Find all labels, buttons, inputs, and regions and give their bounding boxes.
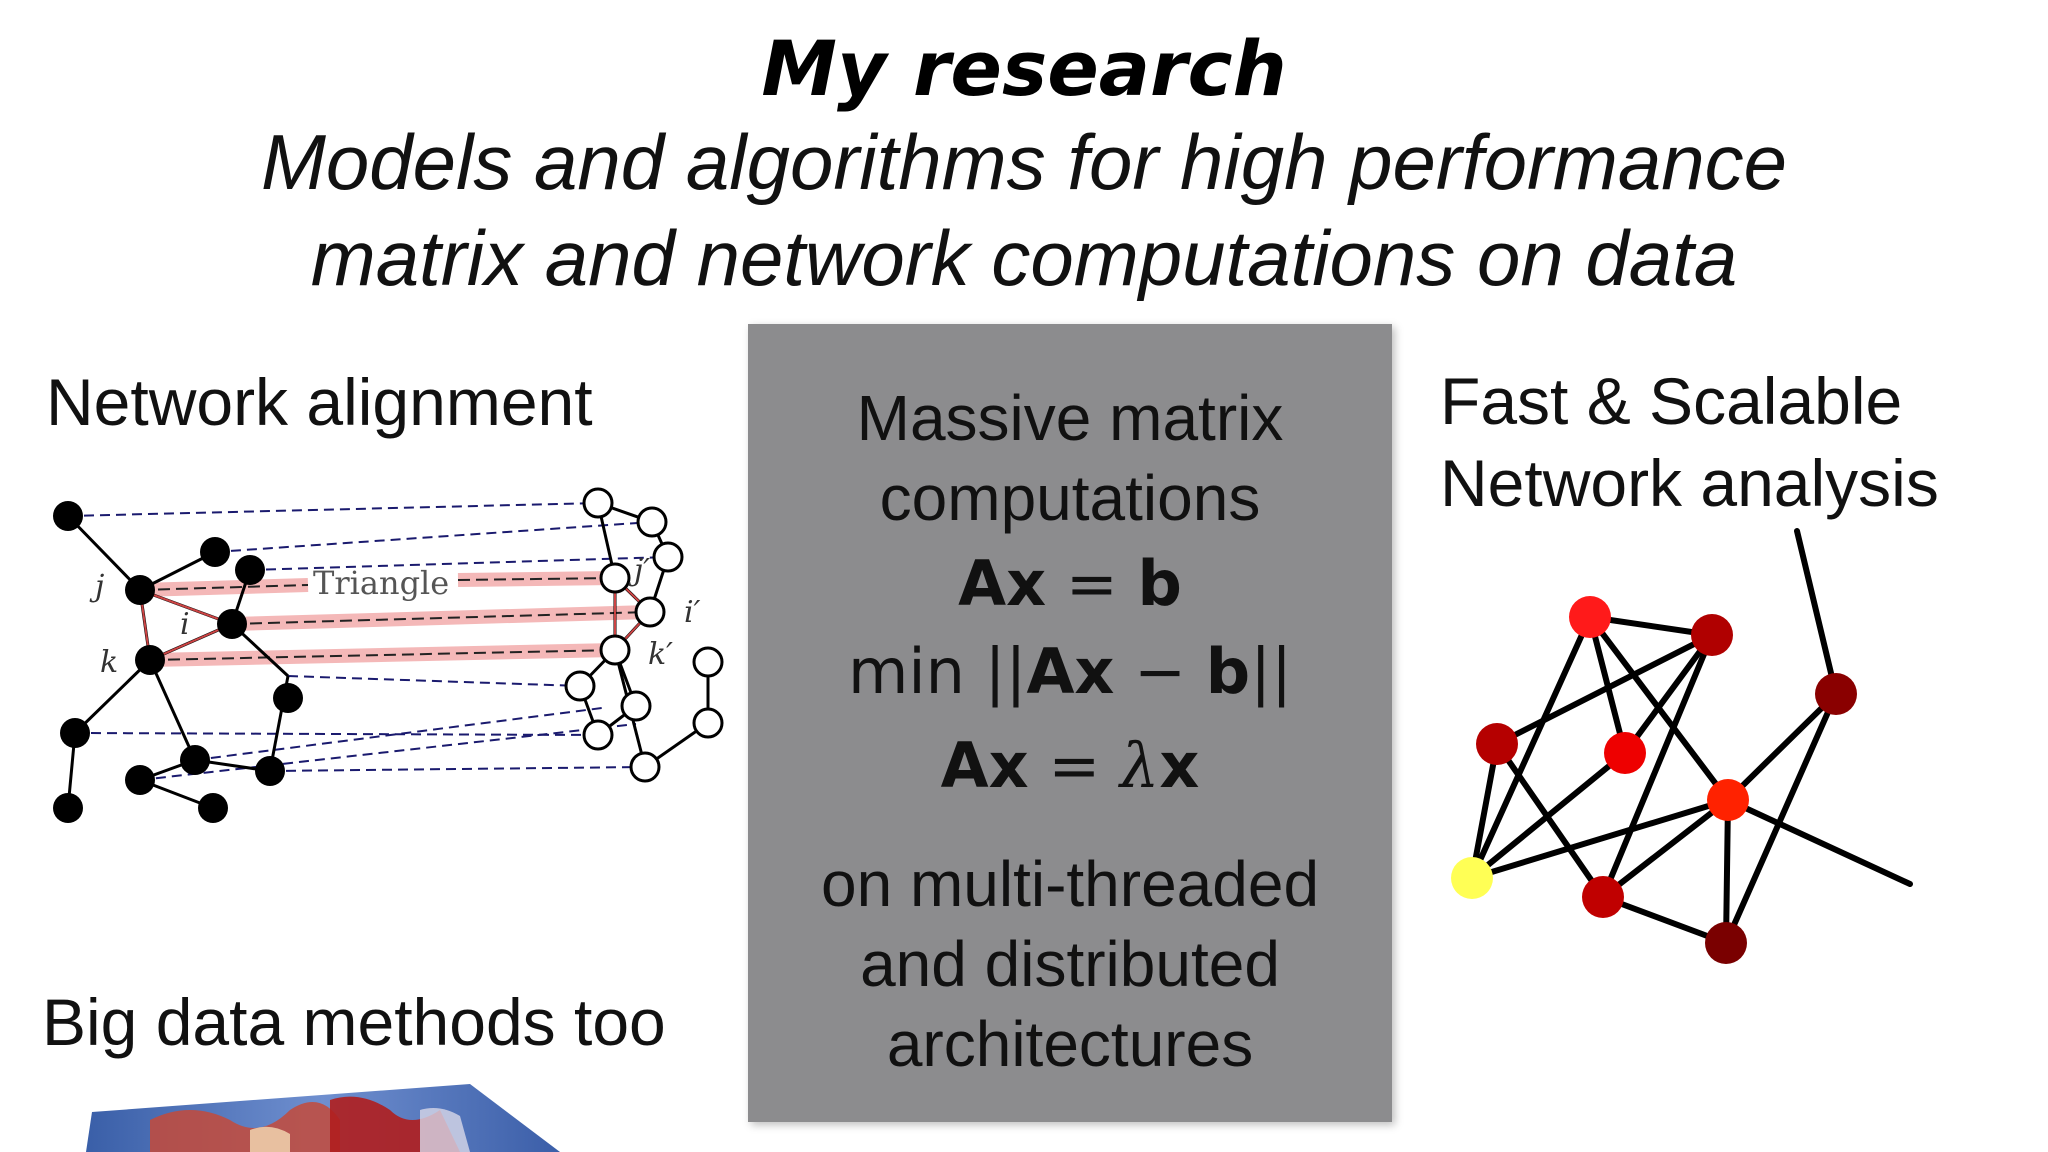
network-node: [1476, 723, 1518, 765]
alignment-link: [269, 766, 646, 772]
right-heading-line-1: Fast & Scalable: [1440, 364, 1903, 438]
graph-node: [60, 718, 90, 748]
graph-node: [53, 501, 83, 531]
right-heading-line-2: Network analysis: [1440, 446, 1939, 520]
box-line-architectures: architectures: [886, 1008, 1254, 1080]
right-triangle-edges: [614, 575, 652, 653]
network-nodes: [1451, 596, 1857, 964]
graph-node: [180, 745, 210, 775]
graph-node-hollow: [692, 707, 724, 739]
graph-node-j-prime: [599, 562, 631, 594]
network-alignment-heading: Network alignment: [46, 365, 593, 439]
network-node: [1569, 596, 1611, 638]
network-edges: [1469, 528, 1913, 946]
network-node: [1707, 779, 1749, 821]
alignment-link: [194, 707, 603, 761]
alignment-link: [139, 723, 637, 781]
subtitle-line-1: Models and algorithms for high performan…: [260, 118, 1788, 206]
graph-node-k: [135, 645, 165, 675]
graph-node-hollow: [652, 541, 684, 573]
box-line-computations: computations: [879, 462, 1261, 534]
graph-node-i: [217, 609, 247, 639]
matrix-computations-box: Massive matrix computations Ax = b min |…: [748, 324, 1392, 1122]
alignment-link: [67, 502, 599, 517]
equation-linear-system: Ax = b: [958, 547, 1182, 620]
right-graph-nodes: [564, 487, 724, 783]
graph-node-hollow: [636, 506, 668, 538]
graph-node: [125, 765, 155, 795]
network-node: [1705, 922, 1747, 964]
graph-node: [198, 793, 228, 823]
network-node: [1815, 673, 1857, 715]
network-node-highlight: [1451, 857, 1493, 899]
subtitle-line-2: matrix and network computations on data: [310, 214, 1738, 302]
graph-node-hollow: [620, 690, 652, 722]
label-k: k: [100, 645, 118, 680]
left-triangle-edges: [138, 588, 235, 662]
alignment-link: [74, 732, 599, 736]
equation-least-squares: min ||Ax − b||: [848, 635, 1292, 708]
triangle-label: Triangle: [313, 564, 449, 602]
graph-node-hollow: [582, 719, 614, 751]
box-line-distributed: and distributed: [860, 928, 1280, 1000]
graph-node-hollow: [692, 646, 724, 678]
alignment-links: [67, 502, 669, 781]
left-graph-nodes: [53, 501, 303, 823]
triangle-dashed-edges: [139, 577, 651, 661]
equation-eigenvalue: Ax = λx: [940, 729, 1200, 802]
label-j-prime: j′: [628, 553, 650, 588]
alignment-link: [287, 675, 581, 687]
label-i-prime: i′: [684, 595, 701, 630]
label-i: i: [180, 607, 190, 642]
graph-node-hollow: [564, 670, 596, 702]
graph-node: [200, 537, 230, 567]
slide-subtitle: Models and algorithms for high performan…: [0, 114, 2048, 306]
graph-node: [255, 756, 285, 786]
graph-node: [235, 555, 265, 585]
slide-title: My research: [761, 24, 1287, 113]
network-node: [1691, 614, 1733, 656]
graph-node-k-prime: [599, 634, 631, 666]
graph-node-hollow: [582, 487, 614, 519]
graph-node-j: [125, 575, 155, 605]
graph-node: [53, 793, 83, 823]
network-node: [1582, 876, 1624, 918]
label-k-prime: k′: [648, 637, 673, 672]
graph-node-i-prime: [634, 596, 666, 628]
graph-node-hollow: [629, 751, 661, 783]
graph-node: [273, 683, 303, 713]
big-data-heading: Big data methods too: [42, 985, 666, 1059]
alignment-link: [214, 521, 653, 553]
alignment-link: [249, 556, 669, 571]
network-analysis-heading: Fast & Scalable Network analysis: [1440, 360, 1939, 524]
box-line-massive: Massive matrix: [856, 382, 1284, 454]
network-node: [1604, 732, 1646, 774]
box-line-multithreaded: on multi-threaded: [820, 848, 1320, 920]
